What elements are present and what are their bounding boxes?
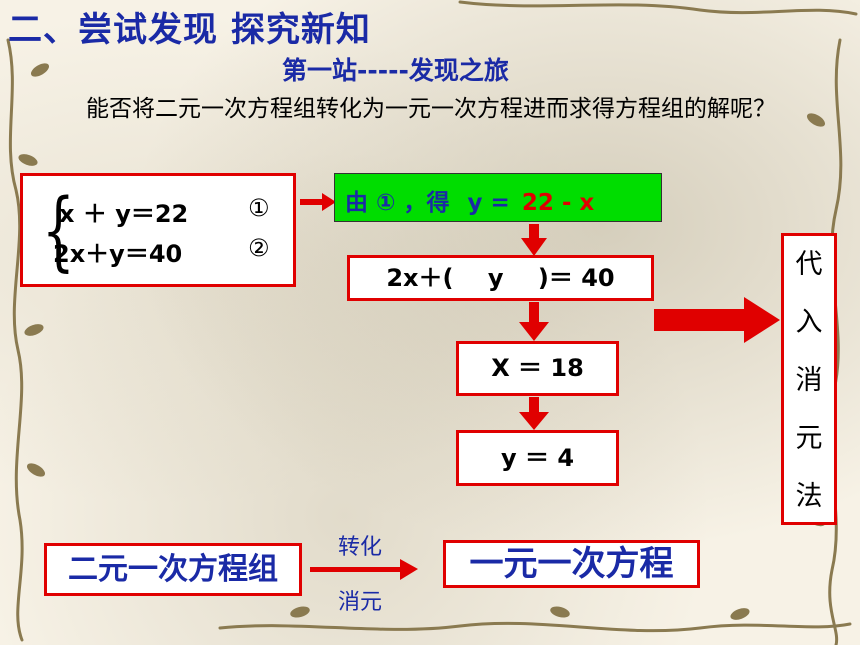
step1-expression: 22 - x xyxy=(521,190,595,216)
solution-x-box: X ＝ 18 xyxy=(456,341,619,396)
method-char-4: 元 xyxy=(795,423,823,454)
left-brace-icon: { xyxy=(41,181,75,281)
method-char-1: 代 xyxy=(795,249,823,280)
equation-system-box: { x ＋ y＝22 ① 2x＋y＝40 ② xyxy=(20,173,296,287)
method-label-box: 代 入 消 元 法 xyxy=(781,233,837,525)
step1-var: y = xyxy=(467,190,510,216)
arrow-to-step1-head xyxy=(322,193,336,211)
arrow-to-method-shaft xyxy=(654,309,748,331)
transform-label: 转化 xyxy=(338,535,383,560)
step1-prefix: 由 ① ，得 xyxy=(345,190,450,216)
arrow-down-2-shaft xyxy=(529,302,539,326)
page-title: 二、尝试发现 探究新知 xyxy=(8,10,371,50)
solution-y-box: y ＝ 4 xyxy=(456,430,619,486)
arrow-down-3-shaft xyxy=(529,397,539,415)
question-text: 能否将二元一次方程组转化为一元一次方程进而求得方程组的解呢？ xyxy=(86,96,776,122)
equation-1-mark: ① xyxy=(248,194,270,222)
arrow-down-3-head xyxy=(519,412,549,430)
substitution-step-1: 由 ① ，得 y = 22 - x xyxy=(334,173,662,222)
arrow-down-1-head xyxy=(521,238,547,256)
method-char-2: 入 xyxy=(795,307,823,338)
linear-equation-label: 一元一次方程 xyxy=(443,540,700,588)
equation-2: 2x＋y＝40 xyxy=(53,240,183,268)
step2-middle: y xyxy=(487,264,504,292)
arrow-bottom-head xyxy=(400,559,418,580)
method-char-5: 法 xyxy=(795,481,823,512)
arrow-to-method-head xyxy=(744,297,780,343)
arrow-bottom-shaft xyxy=(310,567,404,572)
equation-2-mark: ② xyxy=(248,234,270,262)
arrow-down-1-shaft xyxy=(529,224,539,240)
equation-1: x ＋ y＝22 xyxy=(59,200,189,228)
method-char-3: 消 xyxy=(795,365,823,396)
elimination-label: 消元 xyxy=(338,590,383,615)
binary-equation-system-label: 二元一次方程组 xyxy=(44,543,302,596)
substitution-step-2: 2x＋( y )＝ 40 xyxy=(347,255,654,301)
page-subtitle: 第一站-----发现之旅 xyxy=(282,56,509,85)
step2-right: )＝ 40 xyxy=(537,264,615,292)
arrow-down-2-head xyxy=(519,322,549,341)
step2-left: 2x＋( xyxy=(386,264,454,292)
arrow-to-step1-shaft xyxy=(300,199,324,205)
